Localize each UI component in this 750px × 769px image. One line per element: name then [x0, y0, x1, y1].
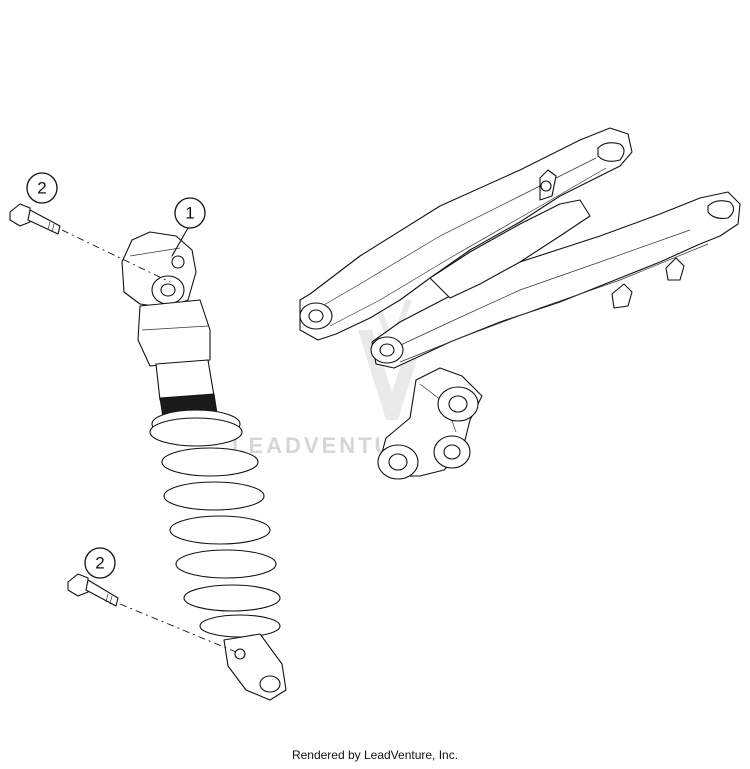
- leader-line-top: [61, 229, 171, 283]
- callout-shock-absorber[interactable]: 1: [174, 197, 206, 229]
- callout-bolt-bottom[interactable]: 2: [84, 547, 116, 579]
- swingarm: [299, 127, 741, 369]
- leader-line-bottom: [119, 603, 237, 653]
- bolt-bottom: [67, 573, 119, 607]
- bolt-top: [9, 203, 61, 235]
- shock-spring: [161, 447, 281, 612]
- callout-bolt-top[interactable]: 2: [26, 172, 58, 204]
- linkage-lever: [377, 367, 483, 480]
- shock-absorber: [121, 231, 287, 701]
- footer-credit: Rendered by LeadVenture, Inc.: [291, 748, 459, 762]
- callout-label: 2: [37, 179, 46, 198]
- leader-line-callout-1: [171, 227, 189, 257]
- callout-label: 1: [185, 204, 194, 223]
- callout-label: 2: [95, 554, 104, 573]
